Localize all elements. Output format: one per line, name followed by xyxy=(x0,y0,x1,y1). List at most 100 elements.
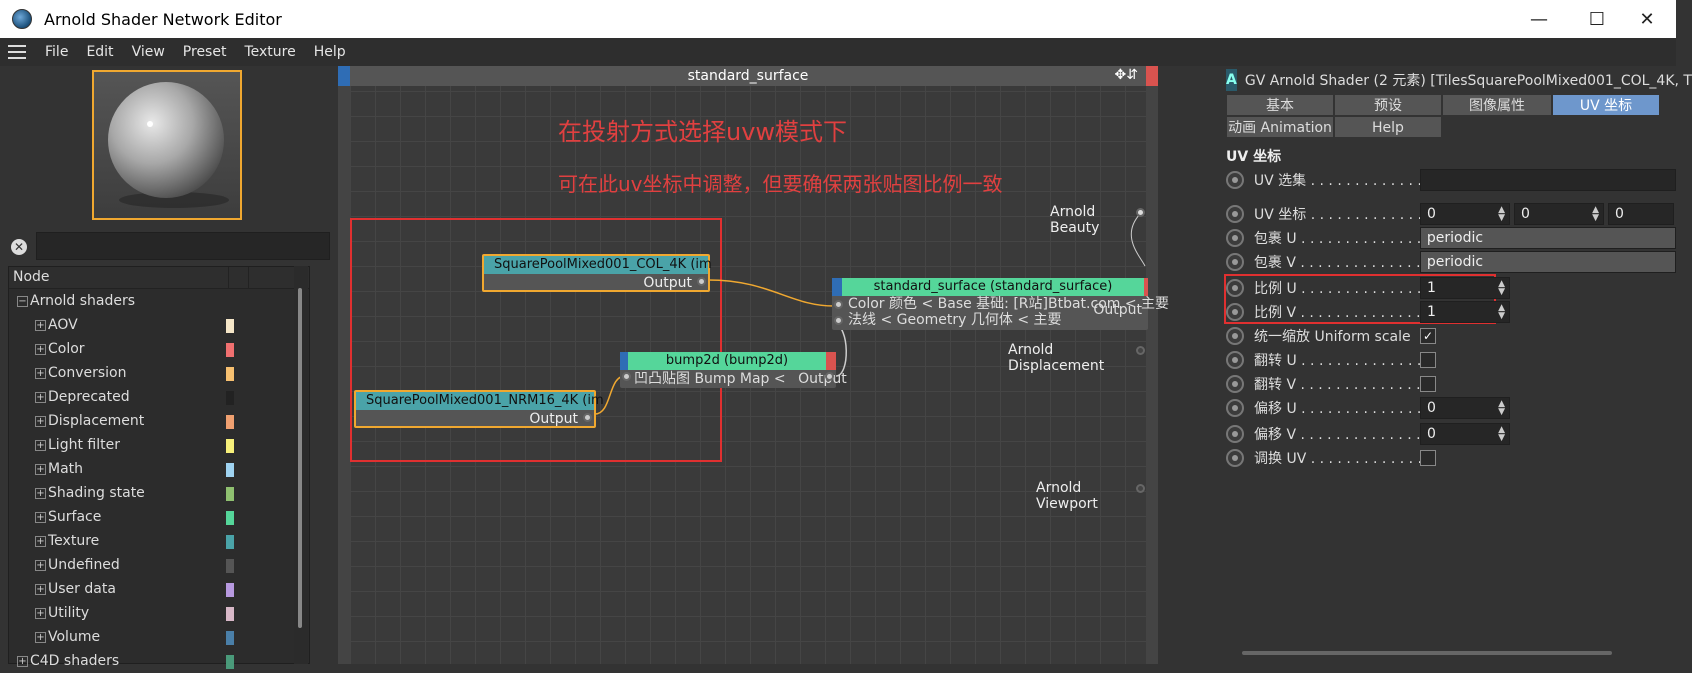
scale-u-field[interactable]: 1▲▼ xyxy=(1420,277,1510,299)
color-swatch xyxy=(226,655,234,669)
beauty-port[interactable] xyxy=(1136,208,1145,217)
tree-item-c4d-shaders[interactable]: + C4D shaders xyxy=(9,649,309,673)
tab-basic[interactable]: 基本 xyxy=(1226,94,1334,116)
tree-item[interactable]: +Texture xyxy=(9,529,309,553)
keyframe-radio-icon[interactable] xyxy=(1226,327,1244,345)
expand-icon[interactable]: + xyxy=(35,367,46,379)
node-editor-canvas[interactable]: standard_surface ✥⇵ 在投射方式选择uvw模式下 可在此uv坐… xyxy=(338,66,1169,664)
node-col-texture[interactable]: SquarePoolMixed001_COL_4K (im Output xyxy=(482,254,712,292)
expand-icon[interactable]: + xyxy=(35,439,46,451)
close-button[interactable]: ✕ xyxy=(1639,8,1655,30)
output-port[interactable] xyxy=(825,372,834,381)
minimize-button[interactable]: — xyxy=(1530,8,1548,30)
menu-help[interactable]: Help xyxy=(313,44,346,60)
offset-v-field[interactable]: 0▲▼ xyxy=(1420,423,1510,445)
keyframe-radio-icon[interactable] xyxy=(1226,399,1244,417)
expand-icon[interactable]: + xyxy=(35,511,46,523)
bump-input-port[interactable] xyxy=(622,372,631,381)
viewport-port[interactable] xyxy=(1136,484,1145,493)
color-swatch xyxy=(226,487,234,501)
tree-item[interactable]: +Utility xyxy=(9,601,309,625)
node-standard-surface[interactable]: standard_surface (standard_surface) Colo… xyxy=(832,278,1169,330)
search-input[interactable] xyxy=(36,232,330,260)
tab-preset[interactable]: 预设 xyxy=(1334,94,1442,116)
expand-icon[interactable]: + xyxy=(35,607,46,619)
expand-icon[interactable]: + xyxy=(17,655,28,667)
menu-edit[interactable]: Edit xyxy=(86,44,114,60)
tree-item[interactable]: +AOV xyxy=(9,313,309,337)
expand-icon[interactable]: + xyxy=(35,343,46,355)
tree-item[interactable]: +User data xyxy=(9,577,309,601)
color-swatch xyxy=(226,367,234,381)
menu-preset[interactable]: Preset xyxy=(182,44,227,60)
tree-item[interactable]: +Conversion xyxy=(9,361,309,385)
scale-v-field[interactable]: 1▲▼ xyxy=(1420,301,1510,323)
swap-uv-checkbox[interactable] xyxy=(1420,450,1436,466)
keyframe-radio-icon[interactable] xyxy=(1226,375,1244,393)
menu-view[interactable]: View xyxy=(131,44,165,60)
row-flip-v: 翻转 V . . . . . . . . . . . . . . xyxy=(1226,372,1676,396)
flip-u-checkbox[interactable] xyxy=(1420,352,1436,368)
uniform-scale-checkbox[interactable]: ✓ xyxy=(1420,328,1436,344)
keyframe-radio-icon[interactable] xyxy=(1226,351,1244,369)
keyframe-radio-icon[interactable] xyxy=(1226,449,1244,467)
tree-item[interactable]: +Math xyxy=(9,457,309,481)
menu-file[interactable]: File xyxy=(45,44,69,60)
output-port[interactable] xyxy=(697,277,706,286)
maximize-button[interactable]: ☐ xyxy=(1588,8,1606,30)
expand-icon[interactable]: + xyxy=(35,319,46,331)
keyframe-radio-icon[interactable] xyxy=(1226,171,1244,189)
wrap-v-dropdown[interactable]: periodic xyxy=(1419,251,1676,273)
tree-item[interactable]: +Undefined xyxy=(9,553,309,577)
output-port[interactable] xyxy=(583,413,592,422)
node-nrm-texture[interactable]: SquarePoolMixed001_NRM16_4K (im Output xyxy=(354,390,604,428)
tree-item[interactable]: +Deprecated xyxy=(9,385,309,409)
uv-set-field[interactable] xyxy=(1419,169,1676,191)
keyframe-radio-icon[interactable] xyxy=(1226,205,1244,223)
expand-icon[interactable]: + xyxy=(35,631,46,643)
expand-icon[interactable]: + xyxy=(35,463,46,475)
tab-image-properties[interactable]: 图像属性 xyxy=(1442,94,1552,116)
menu-texture[interactable]: Texture xyxy=(244,44,296,60)
expand-icon[interactable]: + xyxy=(35,391,46,403)
color-swatch xyxy=(226,559,234,573)
expand-icon[interactable]: + xyxy=(35,583,46,595)
tab-uv-coordinates[interactable]: UV 坐标 xyxy=(1552,94,1660,116)
color-input-port[interactable] xyxy=(834,300,843,309)
tree-item[interactable]: +Shading state xyxy=(9,481,309,505)
tab-help[interactable]: Help xyxy=(1334,116,1442,138)
tree-root[interactable]: − Arnold shaders xyxy=(9,289,309,313)
uv-coord-x[interactable]: 0▲▼ xyxy=(1420,203,1510,225)
tree-scrollbar[interactable] xyxy=(294,266,308,664)
section-title: UV 坐标 xyxy=(1226,149,1282,165)
keyframe-radio-icon[interactable] xyxy=(1226,303,1244,321)
tree-item[interactable]: +Displacement xyxy=(9,409,309,433)
expand-icon[interactable]: + xyxy=(35,415,46,427)
keyframe-radio-icon[interactable] xyxy=(1226,253,1244,271)
move-icon[interactable]: ✥⇵ xyxy=(1114,67,1138,83)
tree-item[interactable]: +Color xyxy=(9,337,309,361)
keyframe-radio-icon[interactable] xyxy=(1226,229,1244,247)
tab-animation[interactable]: 动画 Animation xyxy=(1226,116,1334,138)
panel-horizontal-scrollbar[interactable] xyxy=(1222,648,1642,658)
uv-coord-y[interactable]: 0▲▼ xyxy=(1514,203,1604,225)
tree-item[interactable]: +Light filter xyxy=(9,433,309,457)
clear-search-icon[interactable]: ✕ xyxy=(11,239,27,255)
keyframe-radio-icon[interactable] xyxy=(1226,425,1244,443)
expand-icon[interactable]: + xyxy=(35,535,46,547)
offset-u-field[interactable]: 0▲▼ xyxy=(1420,397,1510,419)
expand-icon[interactable]: + xyxy=(35,487,46,499)
tree-item[interactable]: +Volume xyxy=(9,625,309,649)
hamburger-menu-icon[interactable] xyxy=(8,45,26,59)
node-bump2d[interactable]: bump2d (bump2d) 凹凸贴图 Bump Map < Output xyxy=(620,352,847,388)
uv-coord-z[interactable]: 0 xyxy=(1608,203,1674,225)
wrap-u-dropdown[interactable]: periodic xyxy=(1419,227,1676,249)
tree-item[interactable]: +Surface xyxy=(9,505,309,529)
flip-v-checkbox[interactable] xyxy=(1420,376,1436,392)
keyframe-radio-icon[interactable] xyxy=(1226,279,1244,297)
color-swatch xyxy=(226,535,234,549)
expand-icon[interactable]: + xyxy=(35,559,46,571)
normal-input-port[interactable] xyxy=(834,316,843,325)
collapse-icon[interactable]: − xyxy=(17,295,28,307)
displacement-port[interactable] xyxy=(1136,346,1145,355)
